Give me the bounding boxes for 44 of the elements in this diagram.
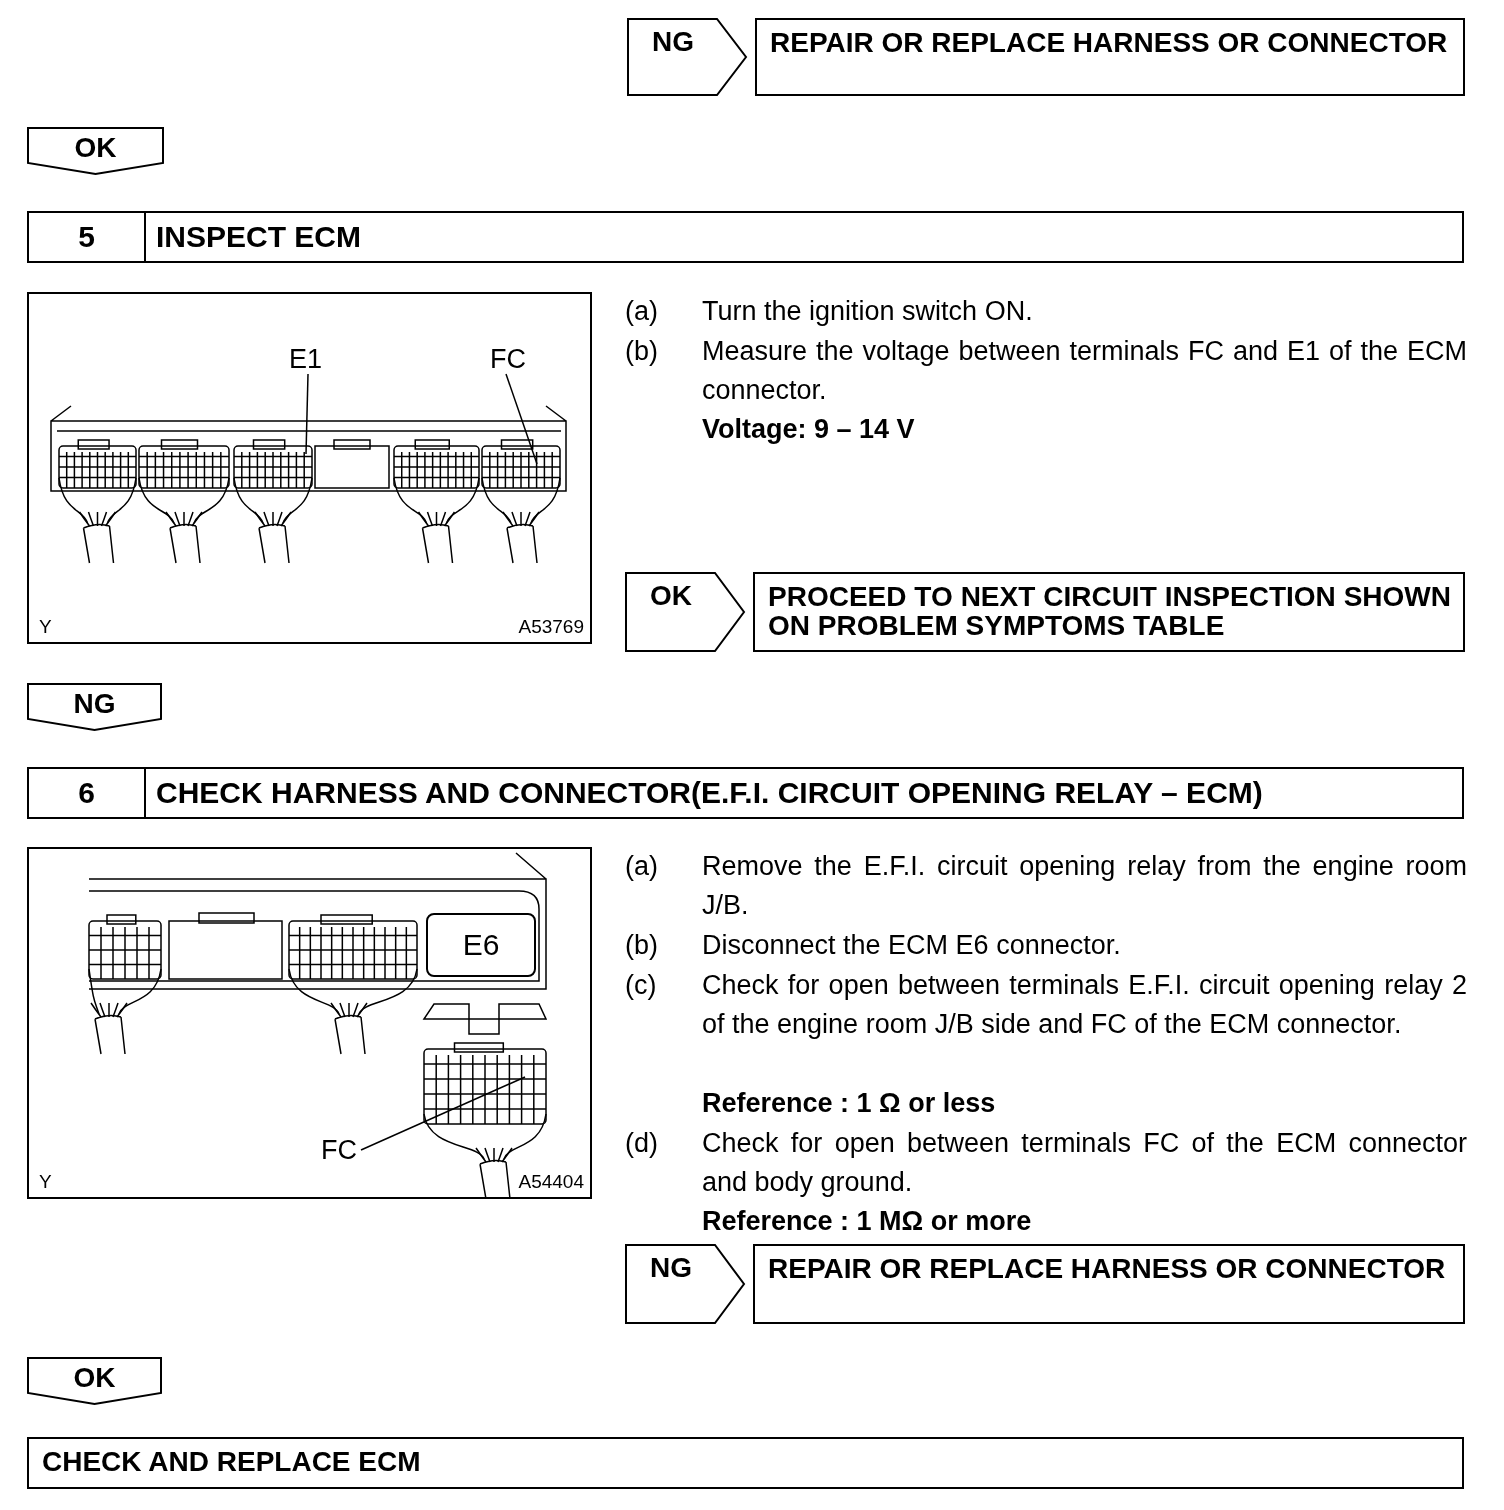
- step-title: CHECK HARNESS AND CONNECTOR(E.F.I. CIRCUIT OPENING RELAY – ECM): [155, 775, 1263, 811]
- specification-text: Reference : 1 Ω or less: [702, 1087, 997, 1120]
- figure-panel: [27, 292, 592, 644]
- result-tab: OK: [27, 1357, 162, 1405]
- callout-label: FC: [321, 1135, 361, 1165]
- step-letter: (a): [625, 850, 659, 883]
- leader-line: [305, 373, 309, 455]
- step-header: [27, 767, 1464, 819]
- action-box: REPAIR OR REPLACE HARNESS OR CONNECTOR: [755, 18, 1465, 96]
- step-letter: (d): [625, 1127, 659, 1160]
- figure-number: A54404: [518, 1171, 584, 1193]
- view-code: Y: [39, 1171, 52, 1193]
- instruction-text: Remove the E.F.I. circuit opening relay from the engine room J/B.: [702, 850, 1467, 922]
- action-box: REPAIR OR REPLACE HARNESS OR CONNECTOR: [753, 1244, 1465, 1324]
- step-letter: (b): [625, 929, 659, 962]
- result-tab: NG: [27, 683, 162, 731]
- instruction-text: Disconnect the ECM E6 connector.: [702, 929, 1122, 962]
- specification-text: Voltage: 9 – 14 V: [702, 413, 916, 446]
- specification-text: Reference : 1 MΩ or more: [702, 1205, 1033, 1238]
- step-header: [27, 211, 1464, 263]
- result-tab: OK: [27, 127, 164, 175]
- connector-label: E6: [426, 913, 536, 977]
- figure-panel: [27, 847, 592, 1199]
- step-letter: (c): [625, 969, 658, 1002]
- instruction-text: Measure the voltage between terminals FC and E1 of the ECM connector.: [702, 335, 1467, 407]
- result-tag: OK: [625, 572, 745, 652]
- step-letter: (b): [625, 335, 659, 368]
- callout-label: E1: [289, 344, 333, 374]
- figure-number: A53769: [518, 616, 584, 638]
- step-title: INSPECT ECM: [155, 219, 362, 255]
- leader-line: [360, 1076, 526, 1151]
- instruction-text: Check for open between terminals E.F.I. circuit opening relay 2 of the engine room J/B side and FC of the ECM connector.: [702, 969, 1467, 1041]
- view-code: Y: [39, 616, 52, 638]
- leader-line: [505, 373, 538, 465]
- result-tag: NG: [627, 18, 747, 96]
- step-number: 5: [29, 213, 146, 261]
- step-letter: (a): [625, 295, 659, 328]
- step-number: 6: [29, 769, 146, 817]
- instruction-text: Turn the ignition switch ON.: [702, 295, 1034, 328]
- instruction-text: Check for open between terminals FC of the ECM connector and body ground.: [702, 1127, 1467, 1199]
- action-box: CHECK AND REPLACE ECM: [27, 1437, 1464, 1489]
- callout-label: FC: [490, 344, 530, 374]
- action-box: PROCEED TO NEXT CIRCUIT INSPECTION SHOWN ON PROBLEM SYMPTOMS TABLE: [753, 572, 1465, 652]
- result-tag: NG: [625, 1244, 745, 1324]
